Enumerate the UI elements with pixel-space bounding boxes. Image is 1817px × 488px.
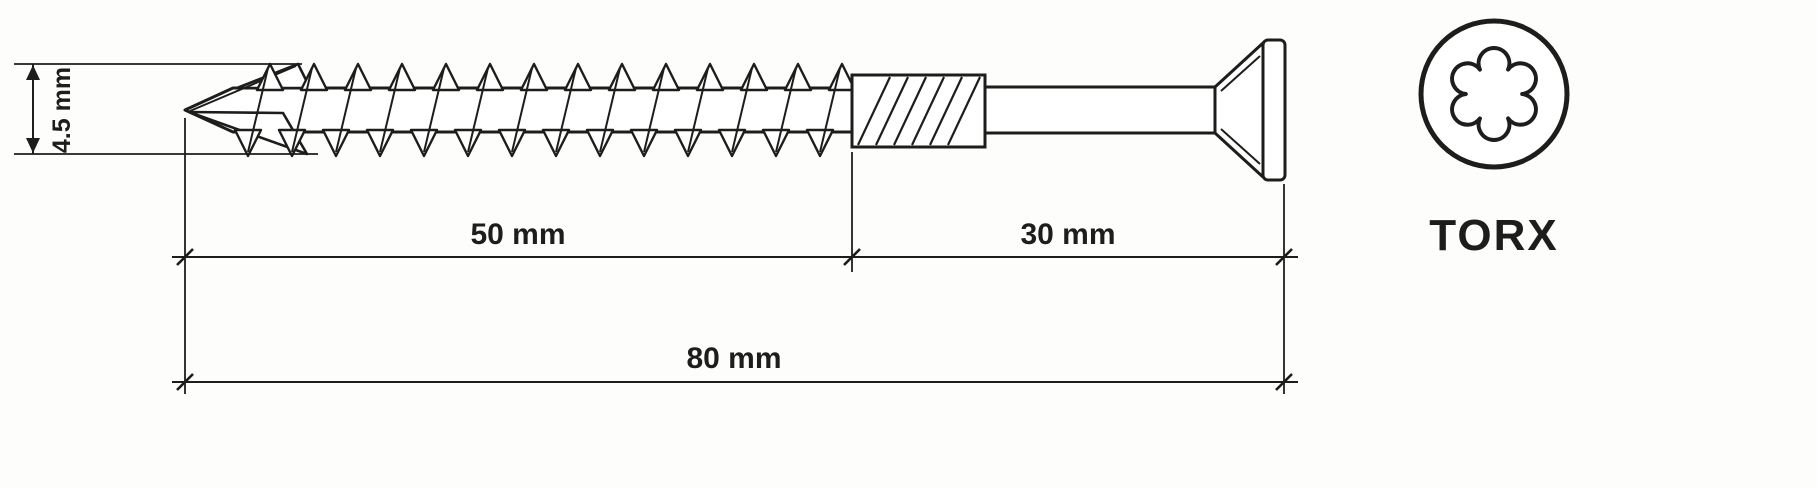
tick-icon (1275, 373, 1293, 391)
tick-icon (176, 248, 194, 266)
dimension-line-total (172, 373, 1298, 391)
arrow-down-icon (26, 138, 40, 153)
tick-icon (176, 373, 194, 391)
shank-length-label: 30 mm (1020, 218, 1115, 251)
arrow-up-icon (26, 65, 40, 80)
torx-label: TORX (1429, 211, 1558, 260)
dimension-line-upper (172, 248, 1298, 266)
dimension-diameter (14, 63, 318, 155)
diameter-label: 4.5 mm (48, 67, 76, 153)
tick-icon (1275, 248, 1293, 266)
thread-length-label: 50 mm (470, 218, 565, 251)
torx-icon (1418, 18, 1570, 170)
ribbed-section (850, 73, 987, 149)
total-length-label: 80 mm (686, 342, 781, 375)
tick-icon (843, 248, 861, 266)
screw-shank (983, 85, 1217, 135)
screw-head (1213, 38, 1287, 182)
screw-drawing (183, 38, 1287, 182)
